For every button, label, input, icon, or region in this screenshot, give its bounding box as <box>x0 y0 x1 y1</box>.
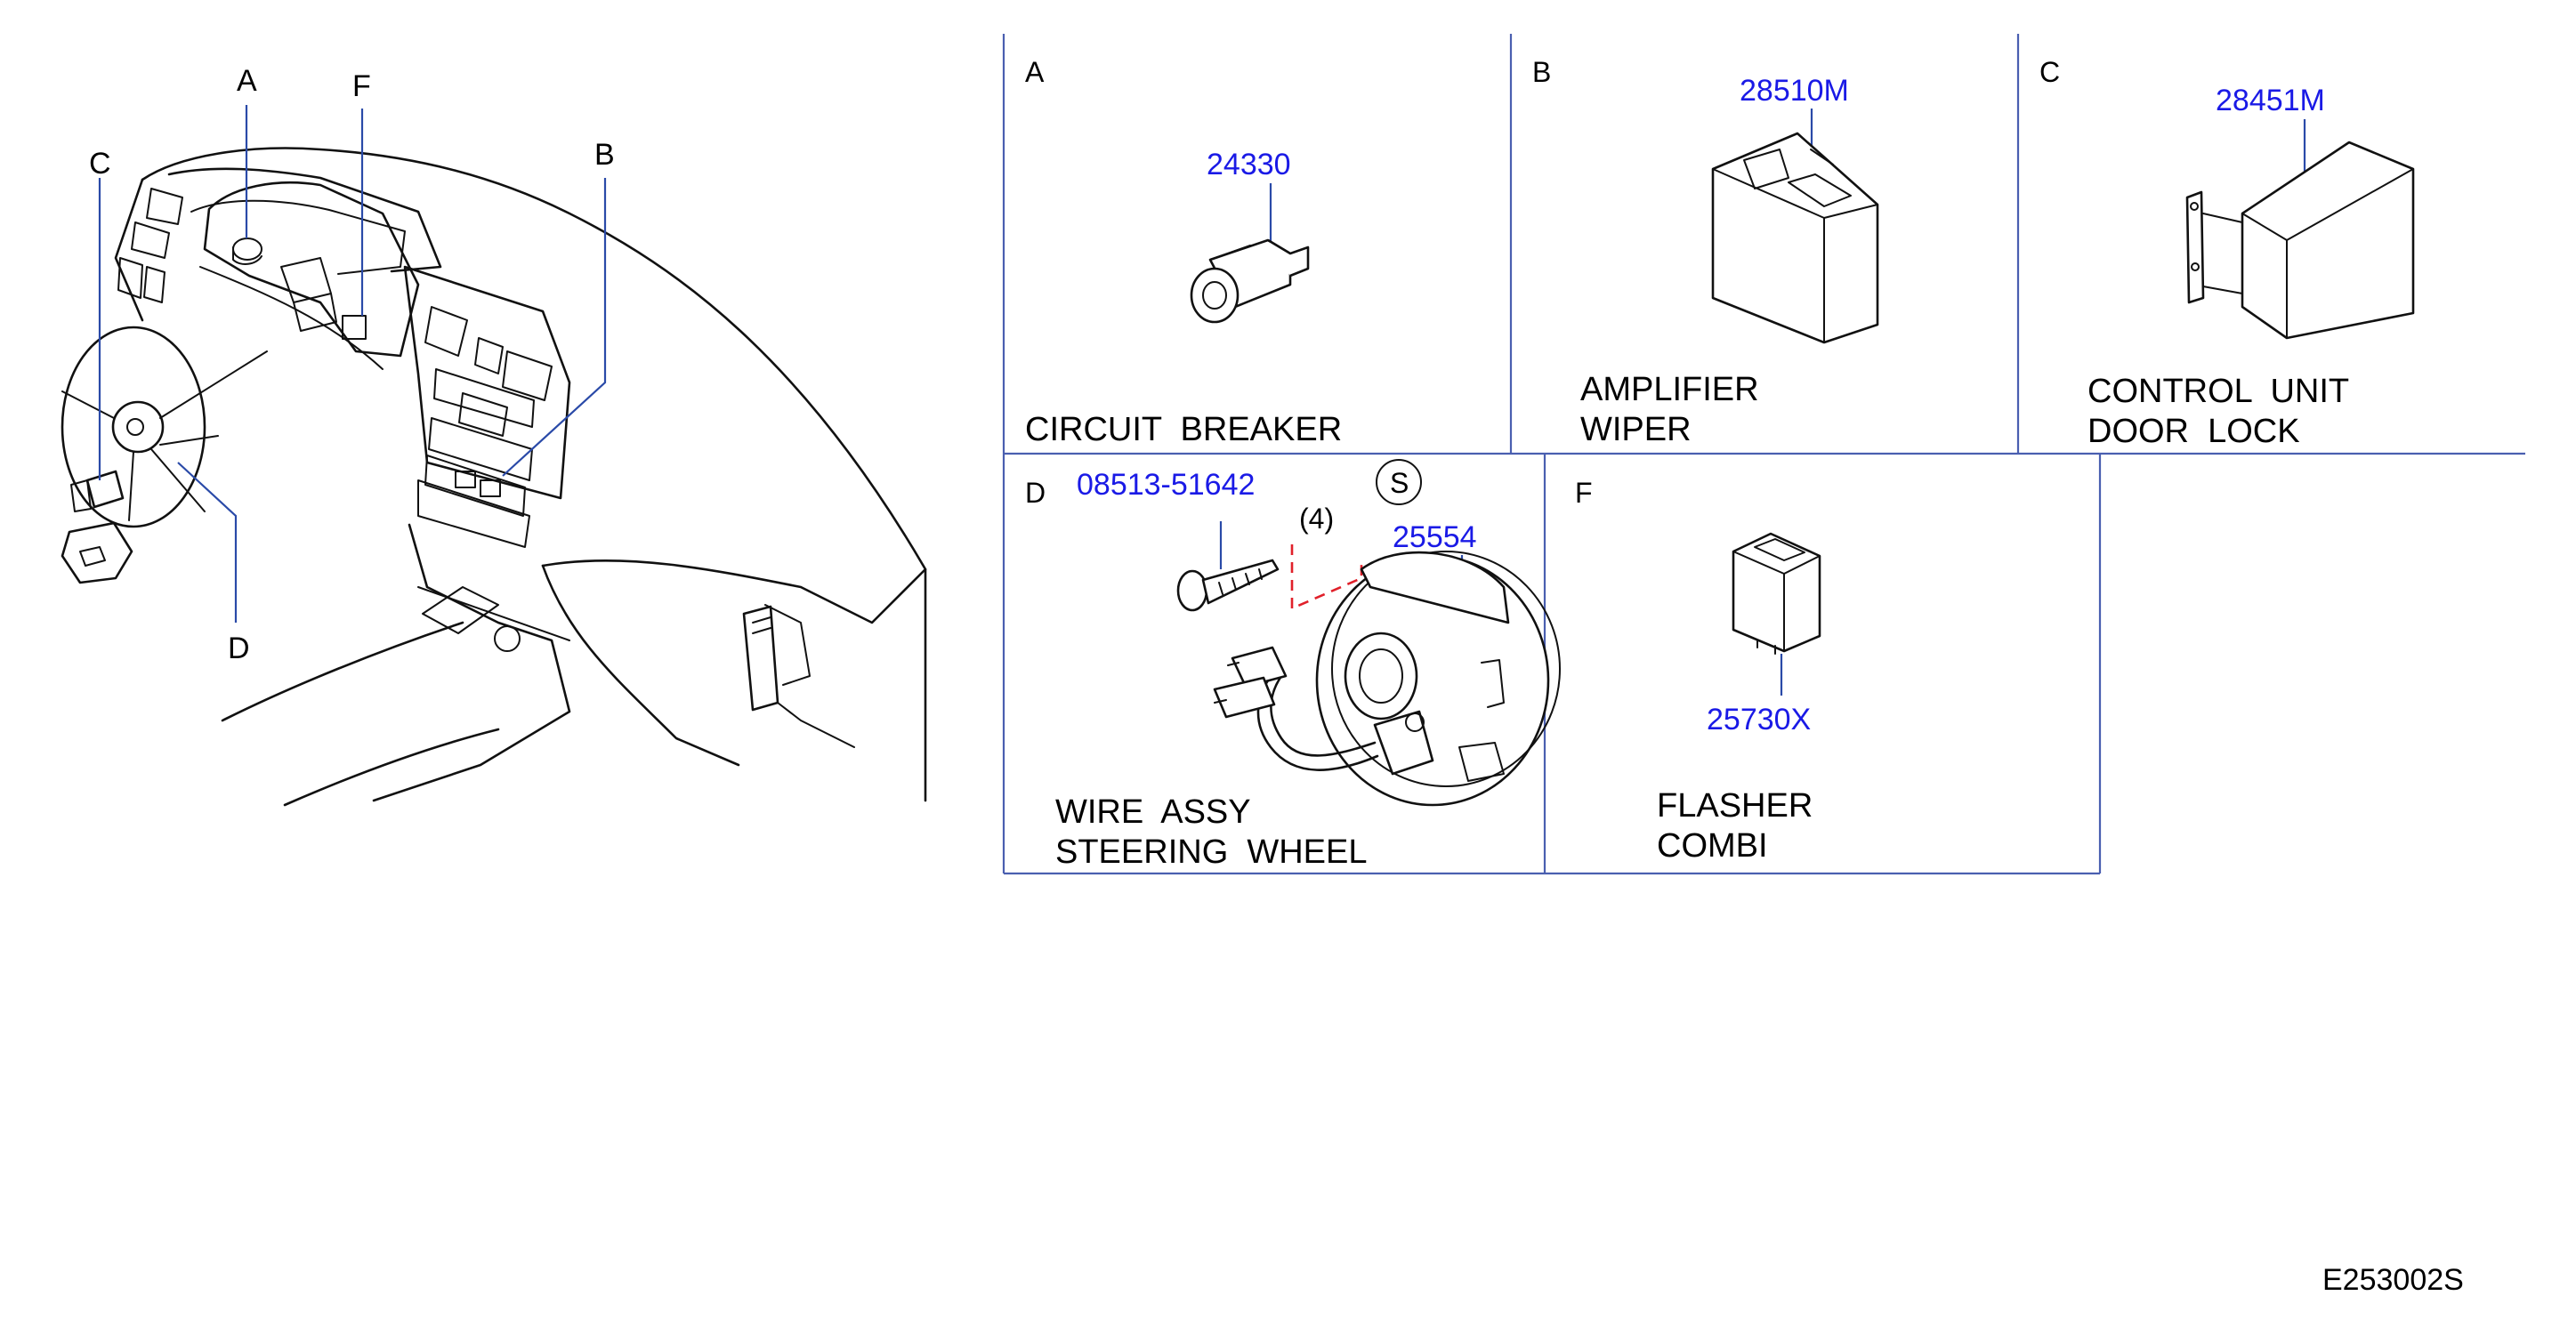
panel-d: D 08513-51642 (4) S 25554 <box>1025 459 1561 871</box>
panel-c-name-line-1: CONTROL UNIT <box>2087 373 2349 410</box>
panel-f-part-number: 25730X <box>1707 703 1811 736</box>
panel-a-letter: A <box>1025 56 1045 88</box>
screw-illustration <box>1176 559 1280 612</box>
panel-d-name-line-2: STEERING WHEEL <box>1055 833 1368 871</box>
panel-d-letter: D <box>1025 477 1046 509</box>
panel-f-letter: F <box>1575 477 1593 509</box>
panel-c: C 28451M CONTROL UNIT DOOR LOCK <box>2039 56 2415 450</box>
callout-b: B <box>594 138 615 172</box>
panel-c-part-number: 28451M <box>2216 84 2325 117</box>
figure-code: E253002S <box>2322 1263 2464 1297</box>
panel-d-name-line-1: WIRE ASSY <box>1055 793 1251 831</box>
panel-a-name-line-1: CIRCUIT BREAKER <box>1025 411 1342 448</box>
panel-b-letter: B <box>1532 56 1551 88</box>
panel-b-name-line-2: WIPER <box>1580 411 1692 448</box>
panel-f-name-line-2: COMBI <box>1657 827 1768 865</box>
wiper-amplifier-illustration <box>1711 132 1879 344</box>
dashboard-overview <box>61 147 927 807</box>
callout-d: D <box>228 632 250 665</box>
panel-f: F 25730X FLASHER COMBI <box>1575 477 1821 865</box>
panel-b: B 28510M AMPLIFIER WIPER <box>1532 56 1879 448</box>
door-lock-unit-illustration <box>2185 141 2415 340</box>
circuit-breaker-illustration <box>1190 238 1310 324</box>
callout-a: A <box>237 64 257 98</box>
panel-f-name-line-1: FLASHER <box>1657 787 1813 825</box>
panel-d-part-number: 25554 <box>1393 520 1477 554</box>
panel-b-name-line-1: AMPLIFIER <box>1580 371 1759 408</box>
panel-b-part-number: 28510M <box>1740 74 1849 108</box>
panel-a-part-number: 24330 <box>1207 148 1291 181</box>
service-symbol-circle <box>1376 459 1422 505</box>
panel-a: A 24330 CIRCUIT BREAKER <box>1025 56 1342 448</box>
flasher-illustration <box>1732 532 1821 655</box>
service-symbol: S <box>1390 467 1409 499</box>
callout-c: C <box>89 147 111 181</box>
panel-d-screw-part-number: 08513-51642 <box>1077 468 1255 502</box>
callout-f: F <box>352 69 371 103</box>
spiral-cable-illustration <box>1213 551 1561 807</box>
panel-d-quantity: (4) <box>1299 503 1334 535</box>
panel-c-letter: C <box>2039 56 2060 88</box>
overview-leaders <box>98 105 607 623</box>
panel-c-name-line-2: DOOR LOCK <box>2087 413 2300 450</box>
panel-frames <box>1002 34 2525 875</box>
